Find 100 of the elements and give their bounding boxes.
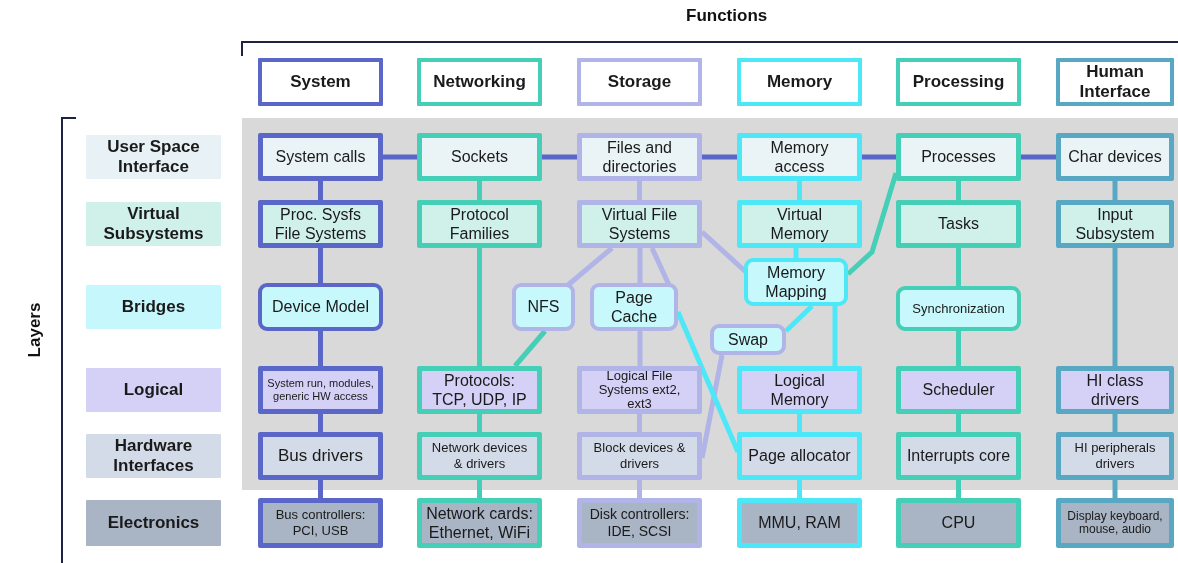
connector-line (637, 480, 642, 498)
connector-line (797, 181, 802, 200)
connector-line (797, 414, 802, 432)
component-box (417, 498, 542, 548)
box-label: NFS (527, 297, 560, 317)
box-label: Protocols: TCP, UDP, IP (431, 370, 528, 410)
connector-line (797, 480, 802, 498)
component-box (1056, 133, 1174, 181)
box-label: Interrupts core (906, 446, 1011, 466)
box-label: CPU (941, 513, 976, 533)
box-label: Storage (607, 71, 672, 93)
component-box (417, 200, 542, 248)
box-label: Logical File Systems ext2, ext3 (597, 368, 682, 412)
axis-heading: Layers (25, 302, 46, 358)
connector-line (318, 248, 323, 283)
connector-line (477, 248, 482, 366)
layer-header (84, 498, 223, 548)
box-label: Scheduler (922, 380, 995, 400)
component-box (258, 432, 383, 480)
connector-line (542, 154, 577, 160)
connector-line (566, 246, 614, 287)
component-box (577, 498, 702, 548)
box-label: Tasks (938, 214, 979, 234)
component-box (417, 432, 542, 480)
box-label: Bridges (121, 296, 186, 318)
component-box (896, 200, 1021, 248)
box-label: Swap (728, 329, 768, 350)
box-label: Logical Memory (769, 370, 830, 410)
box-label: Synchronization (912, 300, 1005, 317)
box-label: System calls (275, 147, 366, 167)
connector-line (383, 154, 417, 160)
box-label: Input Subsystem (1074, 204, 1156, 244)
component-box (1056, 200, 1174, 248)
component-box (896, 133, 1021, 181)
layer-header (84, 283, 223, 331)
box-label: Display keyboard, mouse, audio (1066, 510, 1164, 536)
connector-line (956, 414, 961, 432)
box-label: Files and directories (601, 137, 678, 177)
bridge-box (710, 324, 786, 355)
function-header (896, 58, 1021, 106)
component-box (577, 200, 702, 248)
connector-line (637, 181, 642, 200)
box-label: Logical (123, 379, 184, 401)
box-label: Processing (912, 71, 1005, 93)
component-box (737, 432, 862, 480)
box-label: Bus drivers (278, 445, 363, 467)
component-box (258, 366, 383, 414)
component-box (737, 498, 862, 548)
box-label: Memory Mapping (764, 262, 828, 302)
box-label: Processes (921, 147, 996, 167)
box-label: Network cards: Ethernet, WiFi (426, 503, 533, 543)
box-label: HI peripherals drivers (1073, 440, 1157, 472)
component-box (417, 366, 542, 414)
connector-line (956, 248, 961, 286)
box-label: Char devices (1068, 147, 1162, 167)
box-label: Virtual Memory (769, 204, 830, 244)
connector-line (477, 181, 482, 200)
function-header (1056, 58, 1174, 106)
axis-heading: Functions (686, 6, 768, 26)
box-label: Networking (433, 71, 526, 93)
component-box (737, 200, 862, 248)
box-label: Memory (766, 71, 833, 93)
component-box (1056, 432, 1174, 480)
connector-line (1112, 480, 1118, 498)
bridge-box (258, 283, 383, 331)
box-label: System (290, 71, 351, 93)
connector-line (318, 181, 323, 200)
connector-line (793, 248, 799, 258)
connector-line (862, 154, 896, 160)
connector-line (477, 414, 482, 432)
component-box (258, 200, 383, 248)
component-box (577, 133, 702, 181)
connector-line (637, 331, 643, 366)
box-label: Virtual File Systems (600, 204, 679, 244)
box-label: Page allocator (748, 446, 851, 466)
box-label: Sockets (451, 147, 508, 167)
box-label: Hardware Interfaces (112, 435, 195, 477)
box-label: Memory access (769, 137, 830, 177)
connector-line (477, 480, 482, 498)
connector-line (318, 414, 323, 432)
connector-line (832, 306, 838, 366)
component-box (258, 498, 383, 548)
connector-line (784, 304, 814, 333)
bridge-box (744, 258, 848, 306)
box-label: Disk controllers: IDE, SCSI (588, 506, 691, 540)
layer-header (84, 366, 223, 414)
layer-header (84, 432, 223, 480)
connector-line (318, 331, 323, 366)
function-header (737, 58, 862, 106)
box-label: MMU, RAM (758, 513, 841, 533)
function-header (577, 58, 702, 106)
box-label: Virtual Subsystems (102, 203, 205, 245)
box-label: Network devices & drivers (430, 440, 529, 472)
connector-line (1021, 154, 1056, 160)
box-label: Page Cache (609, 287, 659, 327)
layer-header (84, 200, 223, 248)
box-label: Block devices & drivers (592, 440, 687, 472)
connector-line (637, 414, 642, 432)
component-box (258, 133, 383, 181)
component-box (896, 366, 1021, 414)
